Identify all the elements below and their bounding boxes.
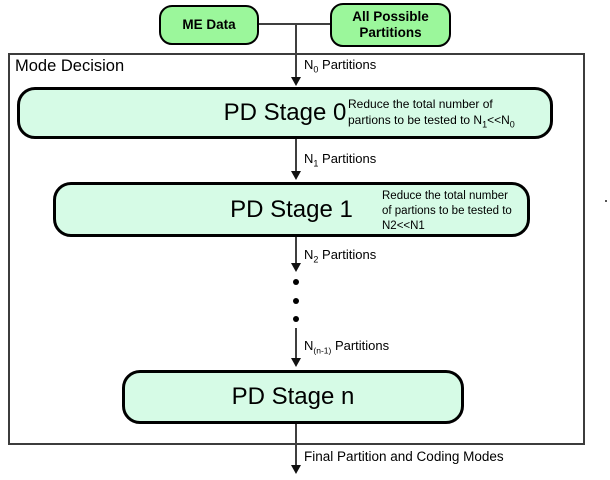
- ellipsis-dot: [293, 316, 299, 322]
- dots-to-stage-n-line: [295, 328, 297, 359]
- arrow-down-icon: [291, 263, 301, 272]
- pd-stage-0-node: PD Stage 0 Reduce the total number of pa…: [17, 87, 553, 139]
- pd-stage-0-title: PD Stage 0: [223, 99, 347, 126]
- all-possible-partitions-node: All Possible Partitions: [330, 3, 451, 47]
- all-possible-label-line2: Partitions: [359, 25, 422, 40]
- n2-partitions-label: N2 Partitions: [304, 247, 377, 265]
- me-data-node: ME Data: [159, 5, 259, 45]
- final-output-line: [295, 424, 297, 466]
- stage1-to-dots-line: [295, 237, 297, 264]
- pd-stage-1-title: PD Stage 1: [230, 195, 353, 223]
- stage0-to-stage1-line: [295, 139, 297, 172]
- n0-partitions-label: N0 Partitions: [304, 57, 377, 75]
- arrow-down-icon: [291, 465, 301, 474]
- ellipsis-dot: [293, 298, 299, 304]
- pd-stage-1-description: Reduce the total number of partions to b…: [382, 190, 512, 232]
- pd-stage-0-description: Reduce the total number of partions to b…: [348, 97, 515, 129]
- input-arrow-line: [295, 24, 297, 78]
- arrow-down-icon: [291, 358, 301, 367]
- pd-stage-n-title: PD Stage n: [231, 383, 355, 410]
- me-data-label: ME Data: [182, 16, 236, 32]
- pd-stage-1-node: PD Stage 1 Reduce the total number of pa…: [53, 182, 530, 237]
- top-connector-line: [258, 23, 331, 25]
- final-partition-label: Final Partition and Coding Modes: [304, 449, 504, 464]
- arrow-down-icon: [291, 77, 301, 86]
- n1-partitions-label: N1 Partitions: [304, 151, 377, 169]
- ellipsis-dot: [293, 279, 299, 285]
- stray-speck: [605, 200, 607, 202]
- all-possible-label-line1: All Possible: [352, 8, 429, 24]
- arrow-down-icon: [291, 171, 301, 180]
- mode-decision-label: Mode Decision: [15, 57, 125, 75]
- n-minus-1-partitions-label: N(n-1) Partitions: [304, 338, 390, 356]
- pd-stage-n-node: PD Stage n: [122, 370, 464, 424]
